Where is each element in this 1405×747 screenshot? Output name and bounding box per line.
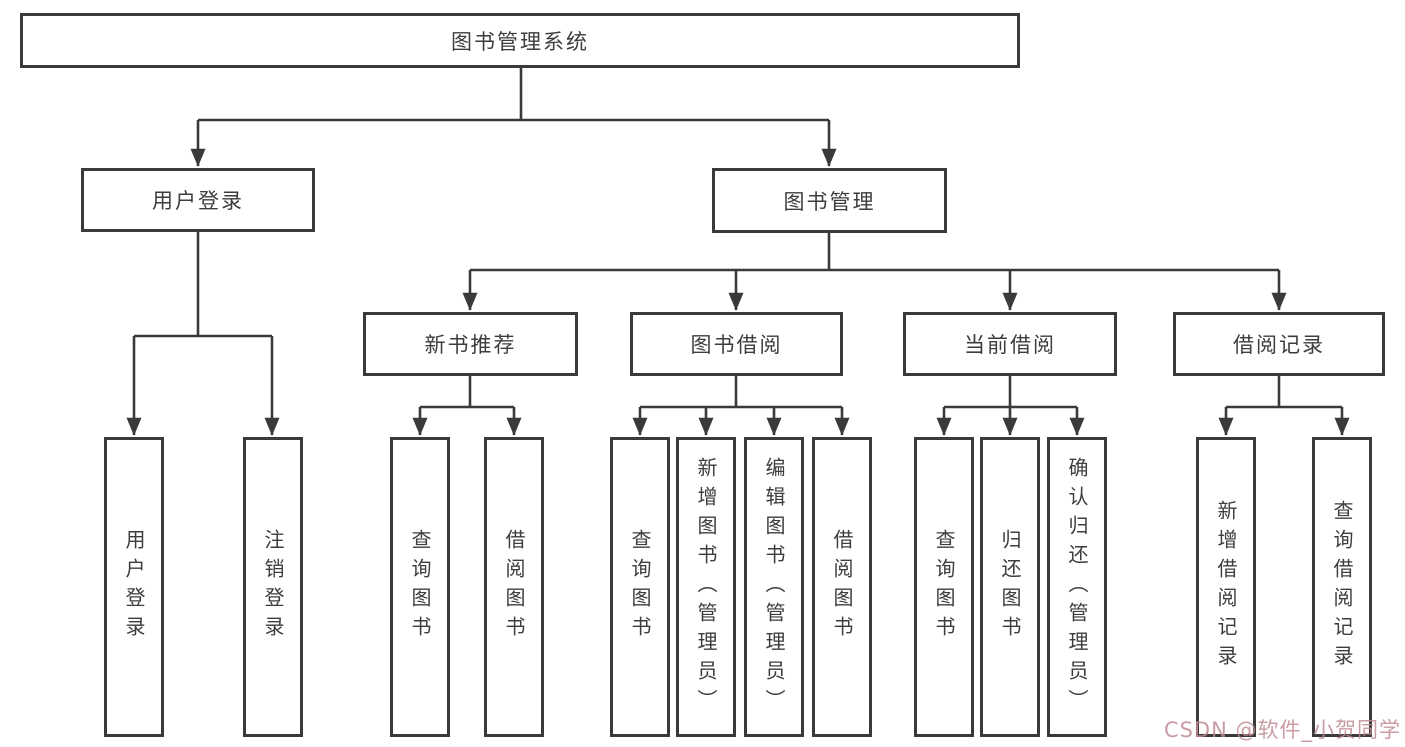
leaf-borrow-books-label: 借阅图书: [830, 529, 854, 645]
node-book-borrow-label: 图书借阅: [690, 333, 783, 357]
node-user-login: 用户登录: [81, 168, 315, 232]
leaf-return-books: 归还图书: [980, 437, 1040, 737]
leaf-query-books-recommend-label: 查询图书: [408, 529, 432, 645]
leaf-edit-books-admin-label: 编辑图书（管理员）: [762, 456, 786, 718]
leaf-user-login-label: 用户登录: [122, 529, 146, 645]
leaf-query-books-borrow: 查询图书: [610, 437, 670, 737]
leaf-query-borrow-record: 查询借阅记录: [1312, 437, 1372, 737]
leaf-query-books-borrow-label: 查询图书: [628, 529, 652, 645]
node-user-login-label: 用户登录: [152, 189, 244, 213]
node-book-management-label: 图书管理: [783, 189, 876, 214]
leaf-query-borrow-record-label: 查询借阅记录: [1330, 500, 1354, 674]
leaf-return-books-label: 归还图书: [998, 529, 1022, 645]
leaf-borrow-books: 借阅图书: [812, 437, 872, 737]
node-current-borrow-label: 当前借阅: [964, 333, 1056, 357]
node-new-book-recommend-label: 新书推荐: [424, 333, 517, 357]
node-new-book-recommend: 新书推荐: [363, 312, 578, 376]
csdn-watermark: CSDN @软件_小贺同学: [1163, 718, 1401, 742]
leaf-add-borrow-record: 新增借阅记录: [1196, 437, 1256, 737]
node-borrow-records: 借阅记录: [1173, 312, 1385, 376]
leaf-confirm-return-admin-label: 确认归还（管理员）: [1065, 456, 1089, 718]
leaf-edit-books-admin: 编辑图书（管理员）: [744, 437, 804, 737]
node-root-label: 图书管理系统: [451, 29, 589, 54]
leaf-borrow-books-recommend: 借阅图书: [484, 437, 544, 737]
leaf-confirm-return-admin: 确认归还（管理员）: [1047, 437, 1107, 737]
leaf-logout-label: 注销登录: [261, 529, 285, 645]
leaf-query-books-current: 查询图书: [914, 437, 974, 737]
leaf-add-books-admin-label: 新增图书（管理员）: [694, 456, 718, 718]
node-borrow-records-label: 借阅记录: [1233, 333, 1325, 357]
leaf-query-books-current-label: 查询图书: [932, 529, 956, 645]
leaf-logout: 注销登录: [243, 437, 303, 737]
leaf-add-books-admin: 新增图书（管理员）: [676, 437, 736, 737]
leaf-add-borrow-record-label: 新增借阅记录: [1214, 500, 1238, 674]
node-current-borrow: 当前借阅: [903, 312, 1117, 376]
node-root: 图书管理系统: [20, 13, 1020, 68]
leaf-borrow-books-recommend-label: 借阅图书: [502, 529, 526, 645]
leaf-user-login: 用户登录: [104, 437, 164, 737]
leaf-query-books-recommend: 查询图书: [390, 437, 450, 737]
node-book-borrow: 图书借阅: [630, 312, 843, 376]
node-book-management: 图书管理: [712, 168, 947, 233]
